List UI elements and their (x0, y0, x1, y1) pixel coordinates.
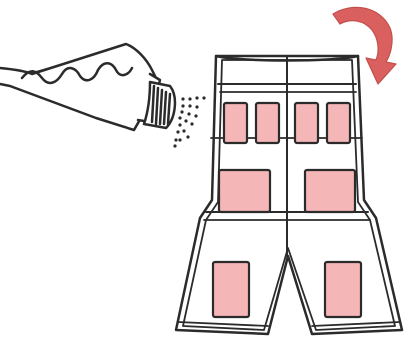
patch (256, 103, 279, 143)
patch (327, 103, 350, 143)
shorts-icon (176, 56, 402, 334)
patch (305, 170, 355, 212)
tube-cap (144, 82, 175, 128)
spray-dots-icon (173, 96, 205, 147)
patch (325, 262, 361, 317)
patch (219, 170, 270, 212)
patch (224, 103, 247, 143)
spray-tube-icon (0, 44, 175, 130)
patch (213, 262, 249, 317)
patch (295, 103, 318, 143)
